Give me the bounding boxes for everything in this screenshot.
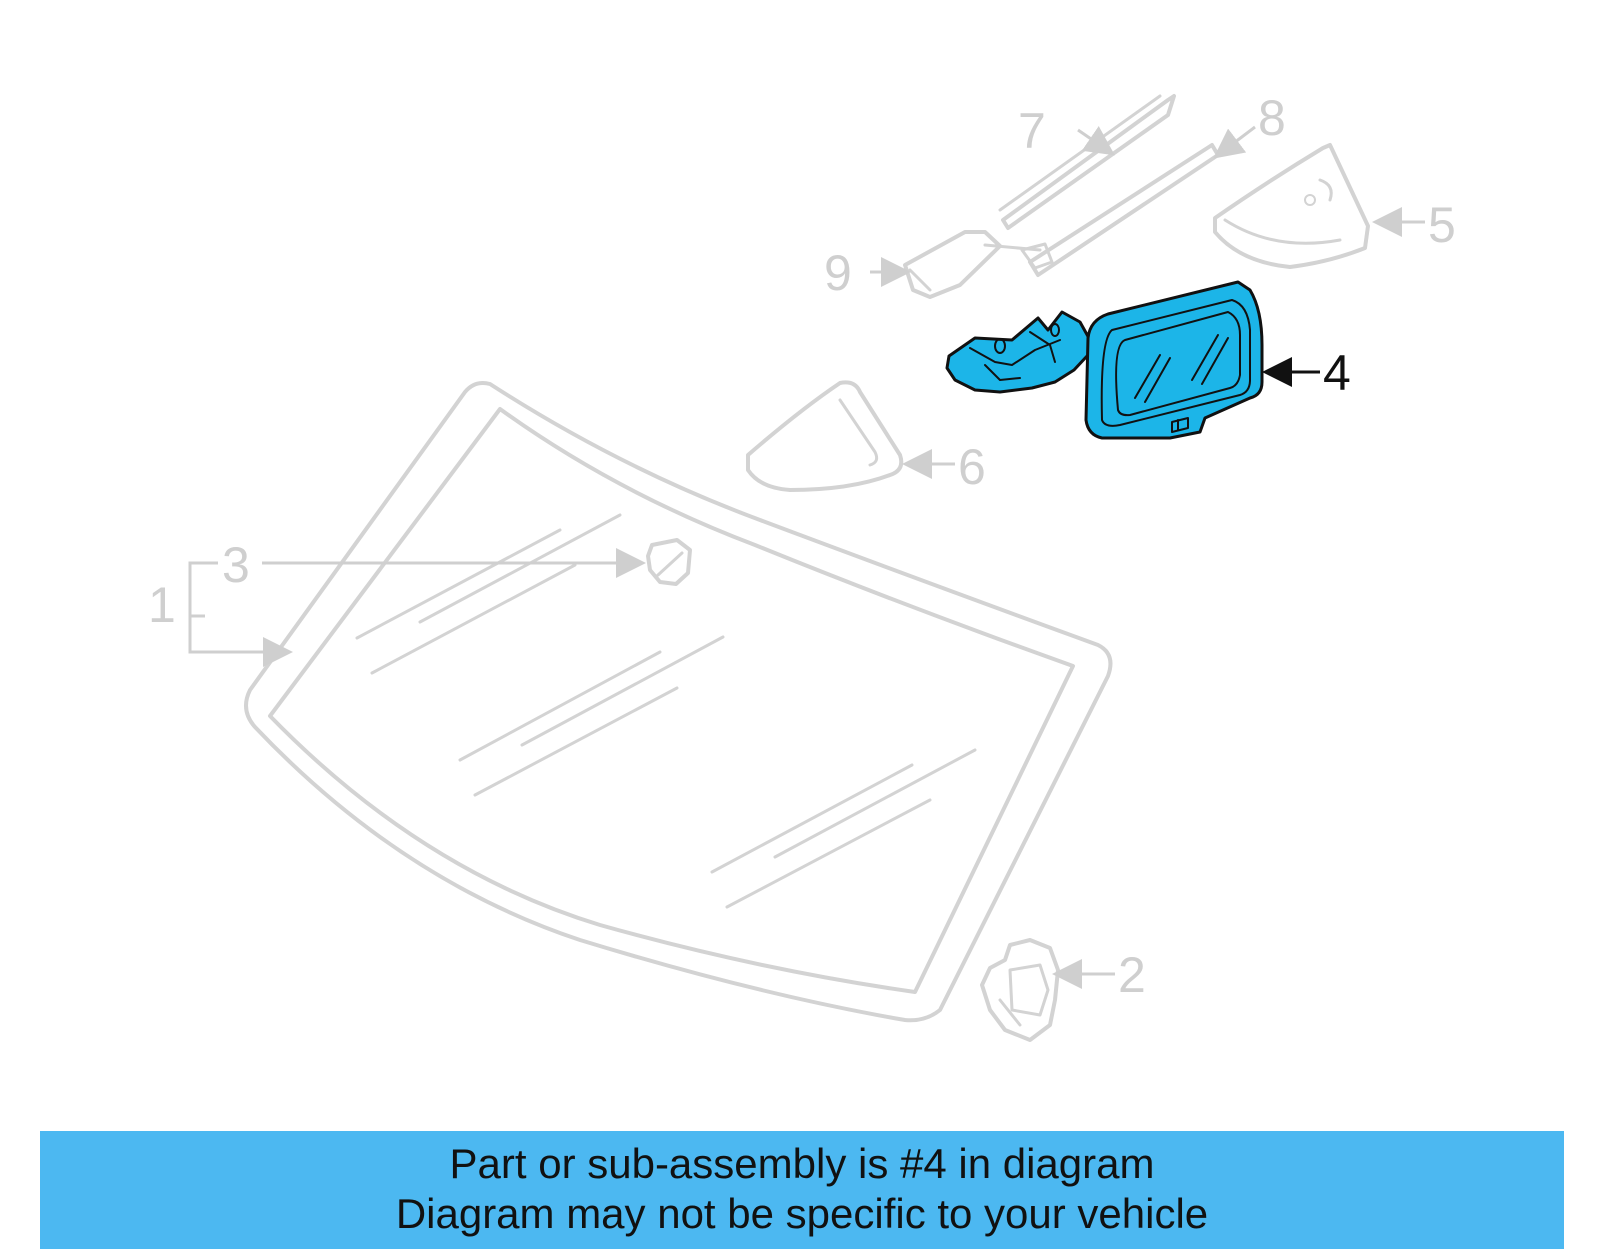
trim-strip-part bbox=[1020, 143, 1220, 277]
callout-1[interactable]: 1 bbox=[148, 577, 176, 633]
windshield-part bbox=[244, 381, 1113, 1023]
mirror-cover-part bbox=[746, 380, 904, 492]
callout-3[interactable]: 3 bbox=[222, 537, 250, 593]
garnish-part bbox=[1213, 143, 1370, 269]
callout-2[interactable]: 2 bbox=[1118, 947, 1146, 1003]
callout-7[interactable]: 7 bbox=[1018, 103, 1046, 159]
callout-5[interactable]: 5 bbox=[1428, 197, 1456, 253]
callout-8[interactable]: 8 bbox=[1258, 90, 1286, 146]
rearview-mirror-part[interactable] bbox=[945, 280, 1264, 440]
molding-strip-part bbox=[998, 94, 1176, 230]
callout-9[interactable]: 9 bbox=[824, 245, 852, 301]
bracket-part bbox=[980, 938, 1060, 1042]
callout-6[interactable]: 6 bbox=[958, 439, 986, 495]
banner-line-disclaimer: Diagram may not be specific to your vehi… bbox=[395, 1190, 1209, 1237]
parts-diagram: 1 3 2 7 8 9 5 6 4 bbox=[148, 90, 1456, 1042]
sensor-pad-part bbox=[646, 538, 692, 586]
banner-line-part-number: Part or sub-assembly is #4 in diagram bbox=[449, 1140, 1155, 1187]
clip-part bbox=[903, 230, 1042, 299]
callout-labels: 1 3 2 7 8 9 5 6 4 bbox=[148, 90, 1456, 1003]
info-banner: Part or sub-assembly is #4 in diagram Di… bbox=[40, 1131, 1564, 1249]
callout-4[interactable]: 4 bbox=[1323, 345, 1351, 401]
leader-lines bbox=[188, 125, 1425, 989]
glass-reflection-lines bbox=[355, 513, 977, 909]
